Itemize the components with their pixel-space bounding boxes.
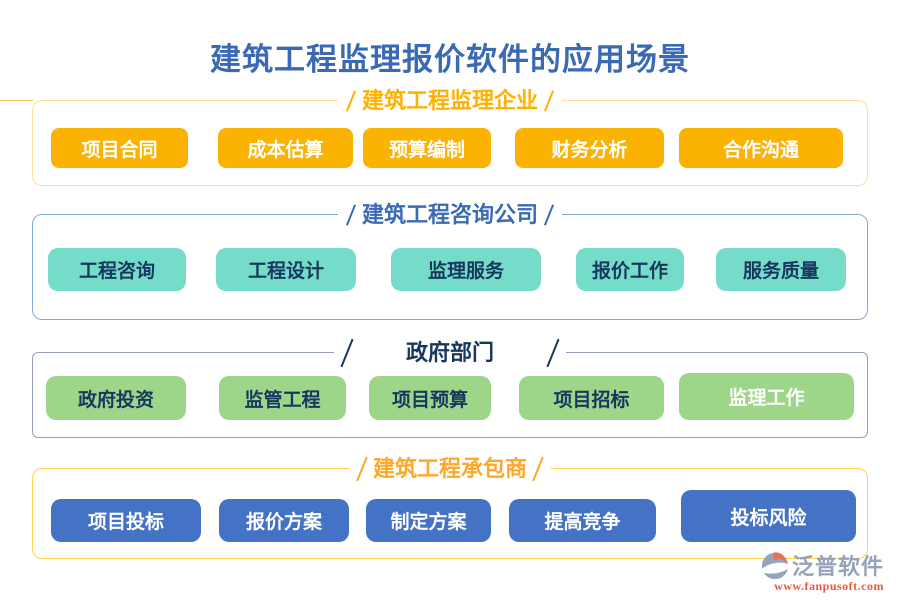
fanpu-logo-icon — [760, 550, 790, 580]
tag-make-plan[interactable]: 制定方案 — [366, 499, 491, 542]
panel-government-department: 政府部门 政府投资 监管工程 项目预算 项目招标 监理工作 — [32, 337, 868, 438]
tag-supervision-work[interactable]: 监理工作 — [679, 373, 854, 420]
panel-header-contractor: 建筑工程承包商 — [348, 453, 552, 485]
tag-improve-competition[interactable]: 提高竞争 — [509, 499, 656, 542]
panel-header-consulting-company: 建筑工程咨询公司 — [337, 199, 563, 231]
tag-service-quality[interactable]: 服务质量 — [716, 248, 846, 291]
brand-logo-block: 泛普软件 www.fanpusoft.com — [760, 549, 884, 594]
tag-project-bidding[interactable]: 项目招标 — [519, 376, 664, 420]
tag-project-contract[interactable]: 项目合同 — [51, 128, 188, 168]
slash-icon — [340, 338, 354, 368]
slash-icon — [543, 90, 555, 112]
slash-icon — [543, 204, 555, 226]
slash-icon — [345, 204, 357, 226]
tag-cooperation-communication[interactable]: 合作沟通 — [679, 128, 843, 168]
panel-title: 建筑工程咨询公司 — [361, 202, 539, 227]
slash-icon — [345, 90, 357, 112]
panel-title: 建筑工程监理企业 — [361, 88, 539, 113]
tag-project-tender[interactable]: 项目投标 — [51, 499, 201, 542]
panel-header-government-department: 政府部门 — [333, 337, 567, 369]
slash-icon — [532, 456, 544, 482]
tag-project-regulation[interactable]: 监管工程 — [219, 376, 346, 420]
slash-icon — [356, 456, 368, 482]
tag-engineering-design[interactable]: 工程设计 — [216, 248, 356, 291]
tag-financial-analysis[interactable]: 财务分析 — [515, 128, 664, 168]
panel-contractor: 建筑工程承包商 项目投标 报价方案 制定方案 提高竞争 投标风险 — [32, 453, 868, 559]
tag-cost-estimate[interactable]: 成本估算 — [218, 128, 353, 168]
tag-supervision-service[interactable]: 监理服务 — [391, 248, 541, 291]
tag-quotation-work[interactable]: 报价工作 — [576, 248, 684, 291]
tag-engineering-consulting[interactable]: 工程咨询 — [48, 248, 186, 291]
panel-header-supervision-enterprise: 建筑工程监理企业 — [337, 85, 563, 117]
brand-website-link[interactable]: www.fanpusoft.com — [774, 579, 884, 593]
panel-title: 政府部门 — [405, 340, 495, 365]
tag-quotation-plan[interactable]: 报价方案 — [219, 499, 349, 542]
panel-consulting-company: 建筑工程咨询公司 工程咨询 工程设计 监理服务 报价工作 服务质量 — [32, 199, 868, 320]
tag-project-budget[interactable]: 项目预算 — [369, 376, 491, 420]
brand-name: 泛普软件 — [791, 554, 884, 579]
panel-supervision-enterprise: 建筑工程监理企业 项目合同 成本估算 预算编制 财务分析 合作沟通 — [0, 85, 868, 186]
page-title: 建筑工程监理报价软件的应用场景 — [210, 42, 690, 77]
tag-budget-preparation[interactable]: 预算编制 — [363, 128, 491, 168]
panel-title: 建筑工程承包商 — [372, 456, 528, 481]
tag-government-investment[interactable]: 政府投资 — [46, 376, 186, 420]
slash-icon — [546, 338, 560, 368]
tag-tender-risk[interactable]: 投标风险 — [681, 490, 856, 542]
